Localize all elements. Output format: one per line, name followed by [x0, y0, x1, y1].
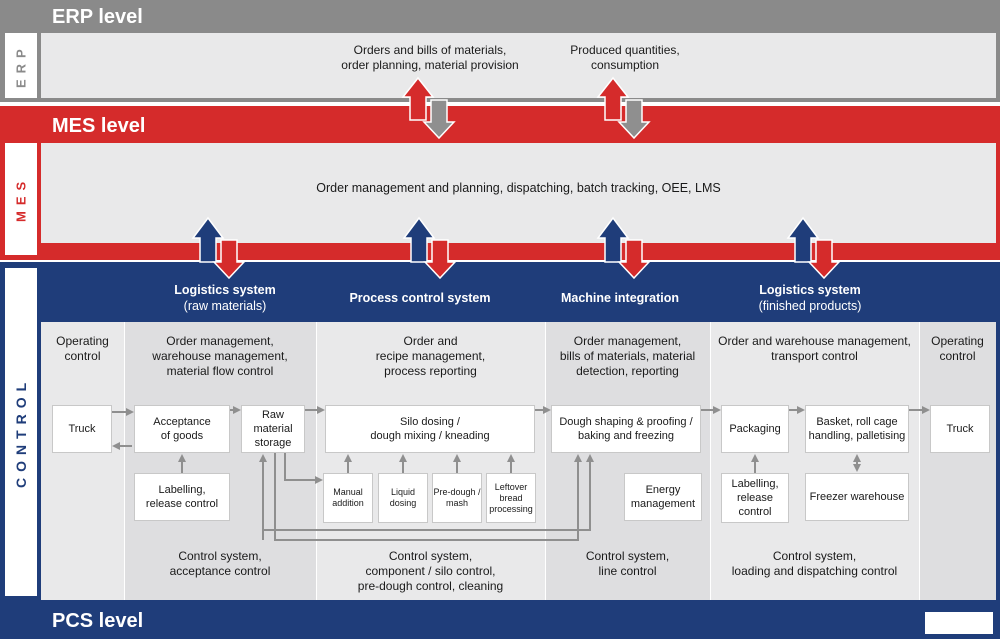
- header-logistics-finished-sub: (finished products): [758, 299, 862, 313]
- plant-it-logo: [925, 612, 993, 634]
- erp-side-panel: ERP: [5, 33, 37, 98]
- leftover-bread-box: Leftover bread processing: [486, 473, 536, 523]
- finished-column-bottom-text: Control system, loading and dispatching …: [731, 549, 898, 578]
- mes-functions-text: Order management and planning, dispatchi…: [316, 181, 721, 195]
- header-process-control-title: Process control system: [349, 291, 491, 305]
- column-divider: [710, 322, 711, 600]
- erp-side-label: ERP: [13, 43, 29, 88]
- header-machine-integration: Machine integration: [540, 290, 700, 306]
- energy-management-box: Energy management: [624, 473, 702, 521]
- process-column-bottom-text: Control system, component / silo control…: [357, 549, 504, 593]
- machine-column-bottom-text: Control system, line control: [585, 549, 670, 578]
- header-logistics-raw-sub: (raw materials): [183, 299, 267, 313]
- labelling-release-box: Labelling, release control: [134, 473, 230, 521]
- packaging-box: Packaging: [721, 405, 789, 453]
- erp-body-panel: [41, 33, 996, 98]
- mes-side-label: MES: [13, 175, 29, 223]
- raw-column-bottom-text: Control system, acceptance control: [169, 549, 271, 578]
- freezer-warehouse-box: Freezer warehouse: [805, 473, 909, 521]
- truck-left-box: Truck: [52, 405, 112, 453]
- header-logistics-raw: Logistics system (raw materials): [150, 282, 300, 314]
- header-process-control: Process control system: [320, 290, 520, 306]
- raw-material-storage-box: Raw material storage: [241, 405, 305, 453]
- pcs-level-title: PCS level: [52, 610, 144, 632]
- manual-addition-box: Manual addition: [323, 473, 373, 523]
- machine-column-top-text: Order management, bills of materials, ma…: [559, 334, 696, 378]
- erp-orders-text: Orders and bills of materials, order pla…: [341, 43, 519, 72]
- mes-level-title: MES level: [52, 115, 146, 137]
- control-side-label: CONTROL: [13, 376, 29, 488]
- operating-control-right: Operating control: [931, 334, 984, 363]
- labelling-release-2-box: Labelling, release control: [721, 473, 789, 523]
- header-machine-integration-title: Machine integration: [560, 291, 680, 305]
- erp-produced-text: Produced quantities, consumption: [570, 43, 680, 72]
- header-logistics-finished-title: Logistics system: [759, 283, 861, 297]
- pre-dough-mash-box: Pre-dough / mash: [432, 473, 482, 523]
- header-logistics-raw-title: Logistics system: [174, 283, 276, 297]
- operating-control-left: Operating control: [56, 334, 109, 363]
- erp-level-title: ERP level: [52, 6, 143, 28]
- basket-handling-box: Basket, roll cage handling, palletising: [805, 405, 909, 453]
- raw-column-top-text: Order management, warehouse management, …: [152, 334, 288, 378]
- finished-column-top-text: Order and warehouse management, transpor…: [718, 334, 911, 363]
- mes-side-panel: MES: [5, 143, 37, 255]
- header-logistics-finished: Logistics system (finished products): [730, 282, 890, 314]
- acceptance-of-goods-box: Acceptance of goods: [134, 405, 230, 453]
- dough-shaping-box: Dough shaping & proofing / baking and fr…: [551, 405, 701, 453]
- column-operating-right: [919, 322, 996, 600]
- column-divider: [124, 322, 125, 600]
- process-column-top-text: Order and recipe management, process rep…: [375, 334, 486, 378]
- column-divider: [919, 322, 920, 600]
- truck-right-box: Truck: [930, 405, 990, 453]
- silo-dosing-box: Silo dosing / dough mixing / kneading: [325, 405, 535, 453]
- liquid-dosing-box: Liquid dosing: [378, 473, 428, 523]
- control-side-panel: CONTROL: [5, 268, 37, 596]
